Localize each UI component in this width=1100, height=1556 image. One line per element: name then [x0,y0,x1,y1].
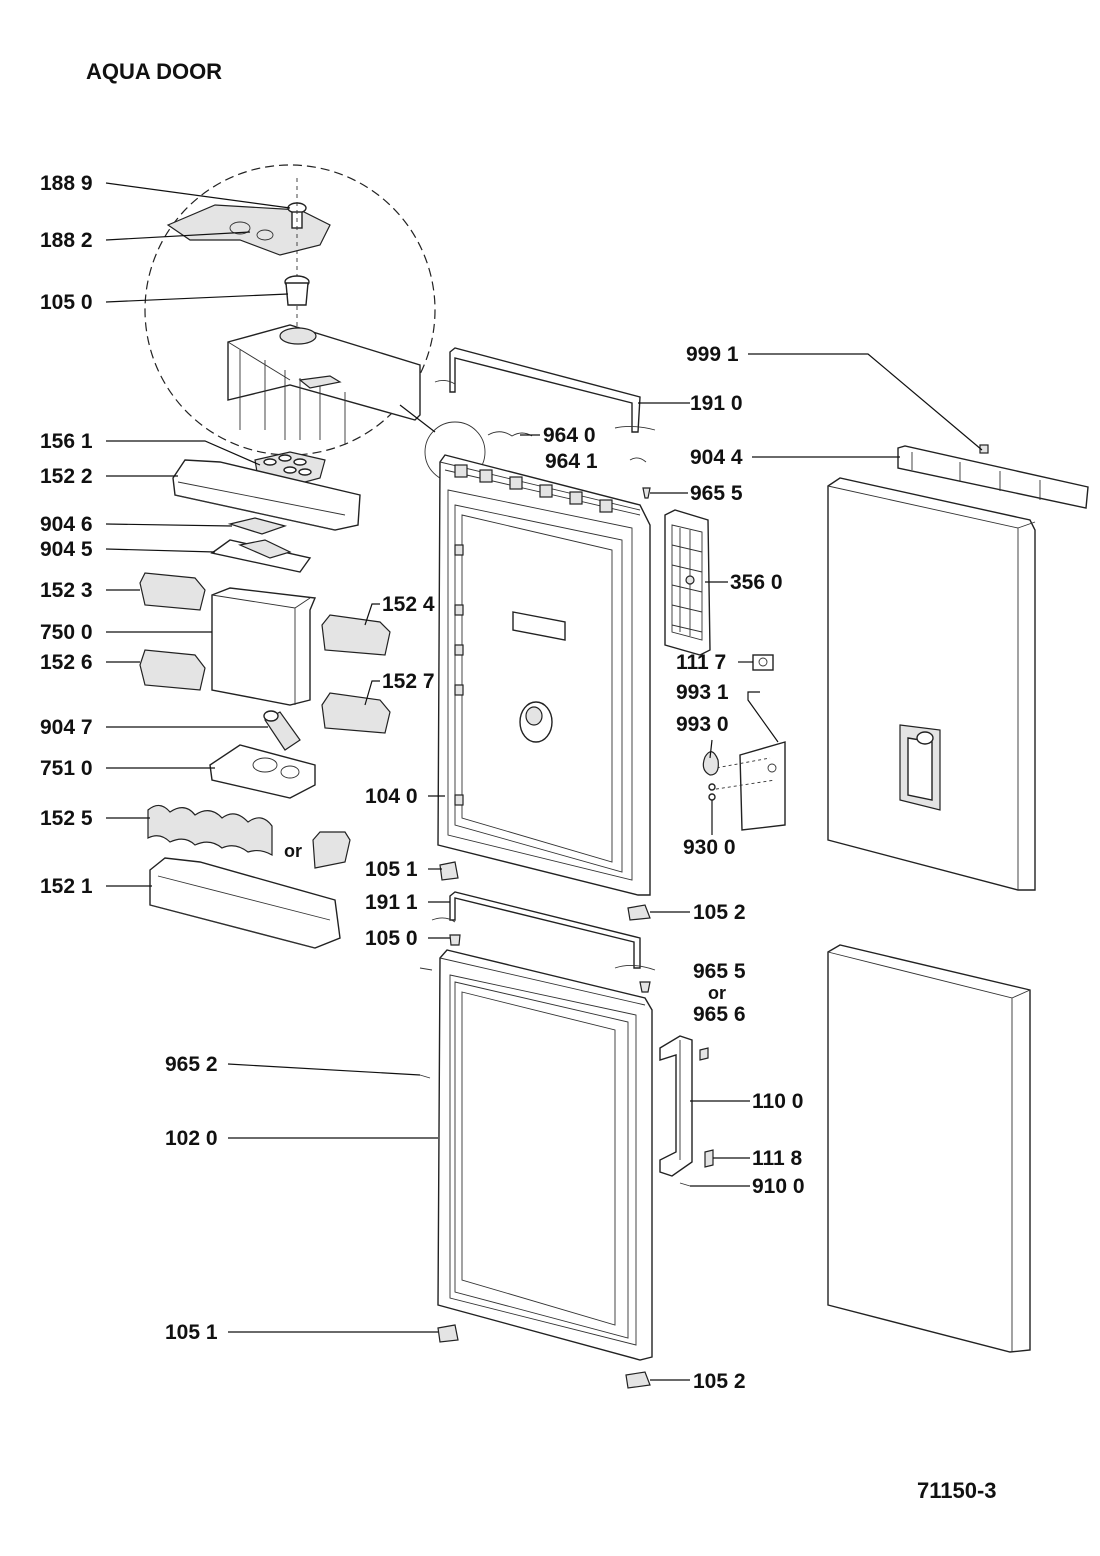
hinge-bush-1051-bot [437,1324,459,1343]
screw-left-small [419,967,433,971]
label-7510: 751 0 [40,757,93,780]
label-1910: 191 0 [690,392,743,415]
label-9300: 930 0 [683,836,736,859]
label-9652: 965 2 [165,1053,218,1076]
upper-inner-door-part [437,454,651,896]
label-9100: 910 0 [752,1175,805,1198]
drawing-number: 71150-3 [917,1478,997,1503]
bottom-shelf-part [149,857,341,949]
label-1040: 104 0 [365,785,418,808]
detail-connector [399,404,436,433]
bush-1050-mid [449,934,461,946]
label-1882: 188 2 [40,229,93,252]
label-1052-top: 105 2 [693,901,746,924]
upper-gasket-part [434,347,656,463]
label-1911: 191 1 [365,891,418,914]
lower-inner-door-part [437,949,653,1361]
label-1050-mid: 105 0 [365,927,418,950]
label-9991: 999 1 [686,343,739,366]
label-7500: 750 0 [40,621,93,644]
label-1525: 152 5 [40,807,93,830]
label-9931: 993 1 [676,681,729,704]
label-9655-top: 965 5 [690,482,743,505]
dispenser-cover-part [702,741,786,831]
label-1527: 152 7 [382,670,435,693]
label-9047: 904 7 [40,716,93,739]
lower-gasket-part [431,891,656,971]
label-1523: 152 3 [40,579,93,602]
upper-outer-door-part [827,477,1036,891]
lower-outer-door-part [827,944,1031,1353]
label-9045: 904 5 [40,538,93,561]
label-1051-bot: 105 1 [165,1321,218,1344]
label-1118: 111 8 [752,1147,803,1170]
door-handle-part [659,1035,693,1177]
hinge-bush-1052-bot [625,1371,651,1389]
valve-part [263,710,301,751]
door-shelf-part [172,459,361,531]
alternate-insert-part [312,831,351,869]
label-9655-mid: 965 5 [693,960,746,983]
label-9046: 904 6 [40,513,93,536]
label-1522: 152 2 [40,465,93,488]
label-1524: 152 4 [382,593,435,616]
label-or-1: or [284,841,302,861]
screw-9655-mid [639,981,651,993]
end-cap-1118 [704,1149,714,1168]
cover-part-9045 [210,539,312,573]
label-1050-top: 105 0 [40,291,93,314]
label-9641: 964 1 [545,450,598,473]
label-1100: 110 0 [752,1090,803,1113]
bracket-part-1524 [321,614,391,656]
label-or-2: or [708,983,726,1003]
label-1526: 152 6 [40,651,93,674]
label-1051-top: 105 1 [365,858,418,881]
clip-part [699,1047,709,1061]
screw-9655-top [642,487,651,499]
part-labels: 188 9 188 2 105 0 156 1 152 2 904 6 904 … [40,172,805,1393]
diagram-title: AQUA DOOR [86,59,222,84]
label-1020: 102 0 [165,1127,218,1150]
label-9044: 904 4 [690,446,743,469]
label-9930: 993 0 [676,713,729,736]
screw-9100 [679,1182,691,1187]
dispenser-panel-part [664,509,711,656]
hinge-detail-circle [144,164,436,456]
label-1117: 111 7 [676,651,726,674]
bracket-part-1526 [139,649,206,691]
label-9656: 965 6 [693,1003,746,1026]
wavy-insert-part [147,804,273,857]
bracket-part-1527 [321,692,391,734]
leader-lines [105,182,983,1381]
label-3560: 356 0 [730,571,783,594]
logo-badge-part [752,654,774,671]
screw-9652 [419,1074,431,1079]
label-1561: 156 1 [40,430,93,453]
dispenser-base-part [209,744,316,799]
water-tank-part [211,587,317,706]
hinge-bush-1051-top [439,861,459,881]
bracket-part-1523 [139,572,206,611]
top-trim-part [897,444,1089,509]
label-1521: 152 1 [40,875,93,898]
label-9640: 964 0 [543,424,596,447]
hinge-bush-1052-top [627,904,651,921]
label-1052-bot: 105 2 [693,1370,746,1393]
label-1889: 188 9 [40,172,93,195]
cover-part-9046 [227,517,288,535]
